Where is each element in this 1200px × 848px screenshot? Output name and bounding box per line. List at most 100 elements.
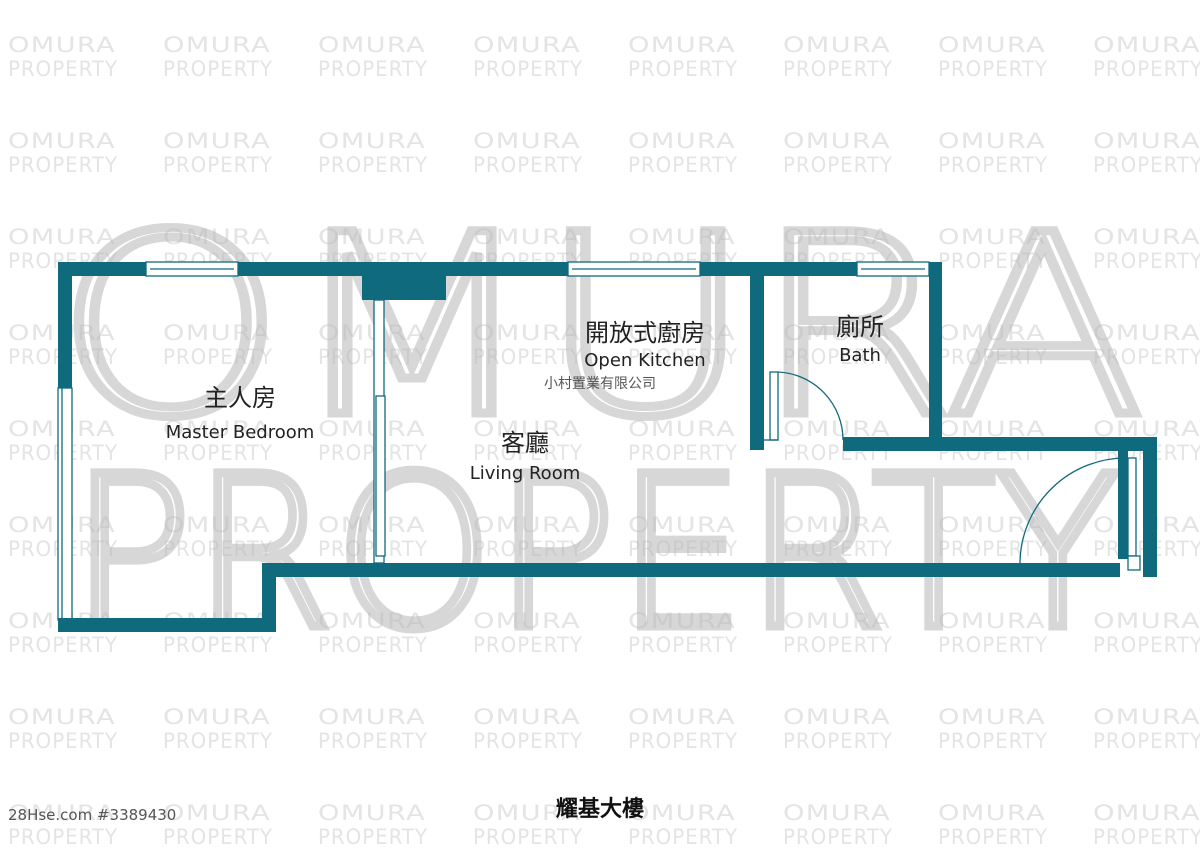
watermark-tile-line1: OMURA bbox=[783, 129, 891, 153]
wall-bottom-bedroom bbox=[58, 618, 276, 632]
watermark-tile-line1: OMURA bbox=[473, 129, 581, 153]
watermark-tile-line1: OMURA bbox=[628, 609, 736, 633]
watermark-tile-line1: OMURA bbox=[628, 801, 736, 825]
watermark-tile-line1: OMURA bbox=[473, 705, 581, 729]
watermark-tile-line1: OMURA bbox=[473, 417, 581, 441]
wall-bath-bottom bbox=[843, 437, 1157, 451]
watermark-tile-line1: OMURA bbox=[318, 609, 426, 633]
watermark-tile-line2: PROPERTY bbox=[473, 441, 583, 465]
watermark-tile-line2: PROPERTY bbox=[163, 729, 273, 753]
watermark-tile-line1: OMURA bbox=[1093, 705, 1200, 729]
watermark-tile-line2: PROPERTY bbox=[628, 57, 738, 81]
watermark-tile-line2: PROPERTY bbox=[473, 537, 583, 561]
watermark-tile-line2: PROPERTY bbox=[473, 825, 583, 848]
watermark-tile-line1: OMURA bbox=[628, 225, 736, 249]
watermark-tile-line1: OMURA bbox=[1093, 609, 1200, 633]
watermark-tile-line2: PROPERTY bbox=[163, 825, 273, 848]
watermark-tile-line2: PROPERTY bbox=[163, 153, 273, 177]
watermark-tile-line1: OMURA bbox=[318, 513, 426, 537]
large-watermark-line1: OMURA bbox=[55, 181, 1145, 472]
wall-entry-jamb bbox=[1118, 451, 1128, 559]
sliding-door-panel bbox=[375, 395, 386, 557]
master-bedroom-label-zh: 主人房 bbox=[204, 384, 276, 412]
watermark-tile-line1: OMURA bbox=[163, 417, 271, 441]
watermark-tile-line2: PROPERTY bbox=[628, 729, 738, 753]
watermark-tile-line1: OMURA bbox=[783, 609, 891, 633]
watermark-tile-line1: OMURA bbox=[1093, 129, 1200, 153]
watermark-tile-line1: OMURA bbox=[163, 321, 271, 345]
watermark-tile-line2: PROPERTY bbox=[938, 153, 1048, 177]
open-kitchen-label-en: Open Kitchen bbox=[584, 350, 705, 371]
watermark-tile-line2: PROPERTY bbox=[938, 825, 1048, 848]
watermark-tile-line2: PROPERTY bbox=[8, 57, 118, 81]
watermark-tile-line1: OMURA bbox=[473, 801, 581, 825]
living-room-label-zh: 客廳 bbox=[501, 429, 549, 457]
watermark-tile-line1: OMURA bbox=[163, 513, 271, 537]
wall-bottom-main bbox=[262, 563, 1120, 577]
bath-door-swing bbox=[777, 371, 844, 441]
watermark-tile-line1: OMURA bbox=[628, 705, 736, 729]
watermark-tile-line2: PROPERTY bbox=[318, 345, 428, 369]
watermark-tile-line2: PROPERTY bbox=[1093, 825, 1200, 848]
watermark-tile-line1: OMURA bbox=[938, 801, 1046, 825]
wall-bath-right bbox=[929, 262, 942, 450]
watermark-tile-line1: OMURA bbox=[783, 705, 891, 729]
watermark-tile-line2: PROPERTY bbox=[938, 57, 1048, 81]
watermark-tile-line1: OMURA bbox=[8, 33, 116, 57]
watermark-tile-line1: OMURA bbox=[1093, 33, 1200, 57]
watermark-tile-line2: PROPERTY bbox=[1093, 153, 1200, 177]
watermark-tile-line1: OMURA bbox=[938, 129, 1046, 153]
watermark-tile-line1: OMURA bbox=[783, 801, 891, 825]
watermark-tile-line1: OMURA bbox=[473, 513, 581, 537]
watermark-tile-line2: PROPERTY bbox=[1093, 249, 1200, 273]
watermark-tile-line2: PROPERTY bbox=[783, 537, 893, 561]
watermark-tile-line2: PROPERTY bbox=[163, 537, 273, 561]
floor-plan bbox=[57, 261, 1157, 632]
entrance-door-leaf bbox=[1127, 457, 1137, 557]
watermark-tile-line2: PROPERTY bbox=[783, 345, 893, 369]
watermark-tile-line2: PROPERTY bbox=[628, 825, 738, 848]
bath-label-en: Bath bbox=[839, 345, 881, 366]
wall-right bbox=[1143, 437, 1157, 577]
watermark-tile-line2: PROPERTY bbox=[938, 249, 1048, 273]
watermark-tile-line2: PROPERTY bbox=[473, 345, 583, 369]
building-name: 耀基大樓 bbox=[556, 797, 644, 822]
watermark-tile-line2: PROPERTY bbox=[938, 633, 1048, 657]
watermark-tile-line2: PROPERTY bbox=[628, 441, 738, 465]
window-bedroom-left bbox=[57, 387, 73, 621]
watermark-tile-line2: PROPERTY bbox=[938, 537, 1048, 561]
wall-top-left bbox=[58, 262, 146, 276]
watermark-tile-line1: OMURA bbox=[1093, 801, 1200, 825]
watermark-tile-line2: PROPERTY bbox=[1093, 633, 1200, 657]
wall-top-right bbox=[700, 262, 857, 276]
watermark-tile-line2: PROPERTY bbox=[8, 153, 118, 177]
watermark-tile-line2: PROPERTY bbox=[1093, 57, 1200, 81]
watermark-tile-line1: OMURA bbox=[938, 33, 1046, 57]
watermark-tile-line2: PROPERTY bbox=[628, 345, 738, 369]
master-bedroom-label-en: Master Bedroom bbox=[166, 422, 315, 443]
watermark-tile-line1: OMURA bbox=[1093, 321, 1200, 345]
watermark-tile-line2: PROPERTY bbox=[8, 633, 118, 657]
large-watermark: OMURA PROPERTY bbox=[51, 177, 1150, 681]
room-labels: 主人房 Master Bedroom 客廳 Living Room 開放式廚房 … bbox=[166, 313, 884, 484]
watermark-tile-line2: PROPERTY bbox=[1093, 729, 1200, 753]
watermark-tile-line2: PROPERTY bbox=[163, 441, 273, 465]
watermark-tile-line2: PROPERTY bbox=[8, 825, 118, 848]
watermark-tile-line1: OMURA bbox=[318, 417, 426, 441]
wall-step-vertical bbox=[262, 563, 276, 632]
watermark-tile-line2: PROPERTY bbox=[473, 153, 583, 177]
watermark-tile-line2: PROPERTY bbox=[318, 633, 428, 657]
agent-company-text: 小村置業有限公司 bbox=[544, 376, 656, 392]
watermark-tile-line1: OMURA bbox=[938, 321, 1046, 345]
watermark-tile-line1: OMURA bbox=[8, 225, 116, 249]
watermark-tile-line1: OMURA bbox=[8, 129, 116, 153]
watermark-tile-line2: PROPERTY bbox=[163, 633, 273, 657]
watermark-tile-line1: OMURA bbox=[318, 129, 426, 153]
wall-left-upper bbox=[58, 262, 72, 388]
watermark-tile-line2: PROPERTY bbox=[473, 633, 583, 657]
watermark-tile-line1: OMURA bbox=[318, 801, 426, 825]
watermark-tile-line1: OMURA bbox=[8, 705, 116, 729]
watermark-tile-line1: OMURA bbox=[163, 225, 271, 249]
watermark-tile-line2: PROPERTY bbox=[1093, 345, 1200, 369]
watermark-tile-line1: OMURA bbox=[473, 225, 581, 249]
